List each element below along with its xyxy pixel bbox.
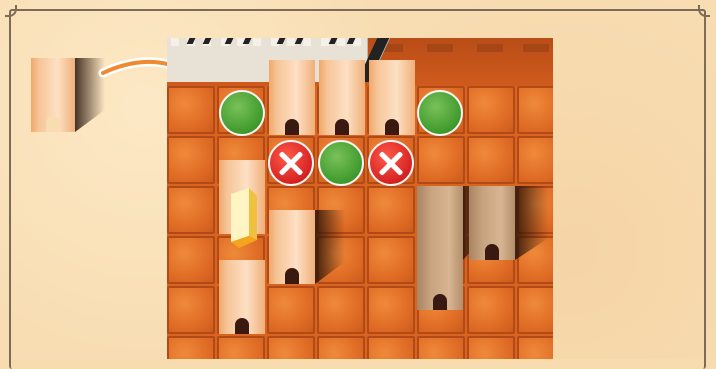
placed-tower-piece xyxy=(319,60,365,135)
game-board xyxy=(167,38,553,359)
placed-tower-piece xyxy=(219,260,265,334)
board-tile xyxy=(467,336,515,359)
board-tile xyxy=(517,86,553,134)
yellow-crystal-icon xyxy=(225,188,261,248)
board-tile xyxy=(467,136,515,184)
board-tile xyxy=(167,336,215,359)
placed-tower-piece xyxy=(269,60,315,135)
placed-tower-piece xyxy=(369,60,415,135)
valid-placement-marker[interactable] xyxy=(417,90,463,136)
selected-tower-piece[interactable] xyxy=(31,58,75,132)
board-tile xyxy=(517,336,553,359)
board-tile xyxy=(367,186,415,234)
board-tile xyxy=(167,236,215,284)
valid-placement-marker[interactable] xyxy=(318,140,364,186)
board-tile xyxy=(467,86,515,134)
board-tile xyxy=(167,136,215,184)
board-tile xyxy=(367,336,415,359)
board-tile xyxy=(317,336,365,359)
board-tile xyxy=(217,336,265,359)
invalid-placement-marker xyxy=(368,140,414,186)
board-tile xyxy=(267,286,315,334)
board-tile xyxy=(417,136,465,184)
placed-tower-piece-dark xyxy=(417,236,463,310)
placed-tower-piece xyxy=(269,210,315,284)
board-tile xyxy=(167,286,215,334)
board-tile xyxy=(267,336,315,359)
board-tile xyxy=(517,286,553,334)
board-tile xyxy=(467,286,515,334)
board-tile xyxy=(417,336,465,359)
invalid-placement-marker xyxy=(268,140,314,186)
board-tile xyxy=(167,186,215,234)
built-wall-segment xyxy=(217,38,268,82)
board-tile xyxy=(367,286,415,334)
board-tile xyxy=(317,286,365,334)
board-tile xyxy=(517,136,553,184)
valid-placement-marker[interactable] xyxy=(219,90,265,136)
board-tile xyxy=(167,86,215,134)
placed-tower-piece-dark xyxy=(469,186,515,260)
built-wall-segment xyxy=(167,38,218,82)
board-tile xyxy=(367,236,415,284)
